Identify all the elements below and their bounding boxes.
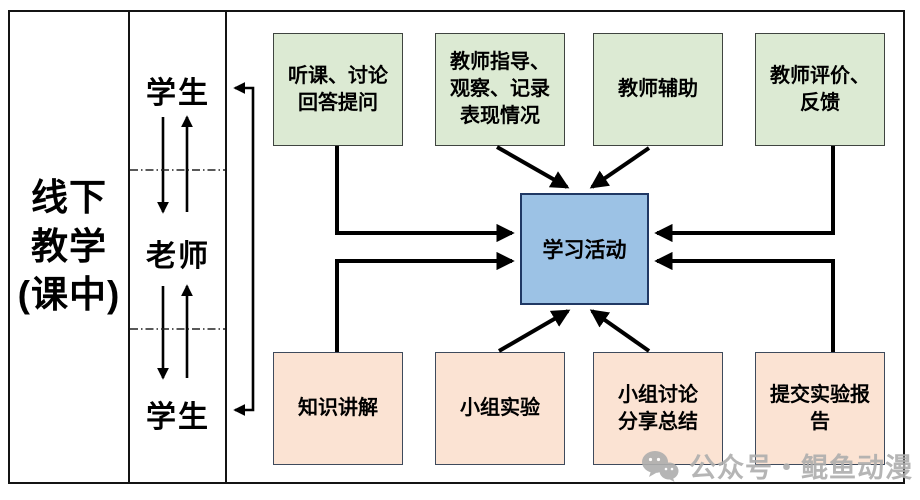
box-label: 听课、讨论 回答提问: [288, 64, 388, 114]
watermark: 公众号・鲲鱼动漫: [641, 446, 913, 485]
box-label: 教师指导、 观察、记录 表现情况: [450, 51, 550, 127]
box-teacher-guide-record: 教师指导、 观察、记录 表现情况: [435, 33, 565, 146]
box-submit-report: 提交实验报 告: [755, 352, 885, 465]
column-divider-1: [128, 10, 130, 484]
lane-label-student-bottom: 学生: [146, 401, 210, 434]
outer-frame: [8, 10, 905, 484]
wechat-icon: [641, 450, 679, 482]
column-divider-2: [225, 10, 227, 484]
box-label: 教师评价、 反馈: [770, 64, 870, 114]
box-group-discuss-share: 小组讨论 分享总结: [593, 352, 723, 465]
box-label: 提交实验报 告: [770, 383, 870, 433]
box-label: 小组讨论 分享总结: [618, 383, 698, 433]
lane-label-student-top: 学生: [146, 77, 210, 110]
box-teacher-assist: 教师辅助: [593, 33, 723, 146]
box-knowledge-explain: 知识讲解: [273, 352, 403, 465]
box-label: 小组实验: [460, 397, 540, 419]
box-label: 学习活动: [542, 239, 627, 262]
box-label: 教师辅助: [618, 78, 698, 100]
box-learning-activity: 学习活动: [520, 193, 649, 305]
side-title-offline-teaching: 线下 教学 (课中): [10, 10, 128, 484]
box-listen-discuss: 听课、讨论 回答提问: [273, 33, 403, 146]
box-label: 知识讲解: [298, 397, 378, 419]
box-teacher-evaluate-feedback: 教师评价、 反馈: [755, 33, 885, 146]
side-title-text: 线下 教学 (课中): [17, 176, 121, 316]
lane-label-teacher: 老师: [146, 240, 210, 273]
box-group-experiment: 小组实验: [435, 352, 565, 465]
watermark-text: 公众号・鲲鱼动漫: [689, 453, 913, 483]
